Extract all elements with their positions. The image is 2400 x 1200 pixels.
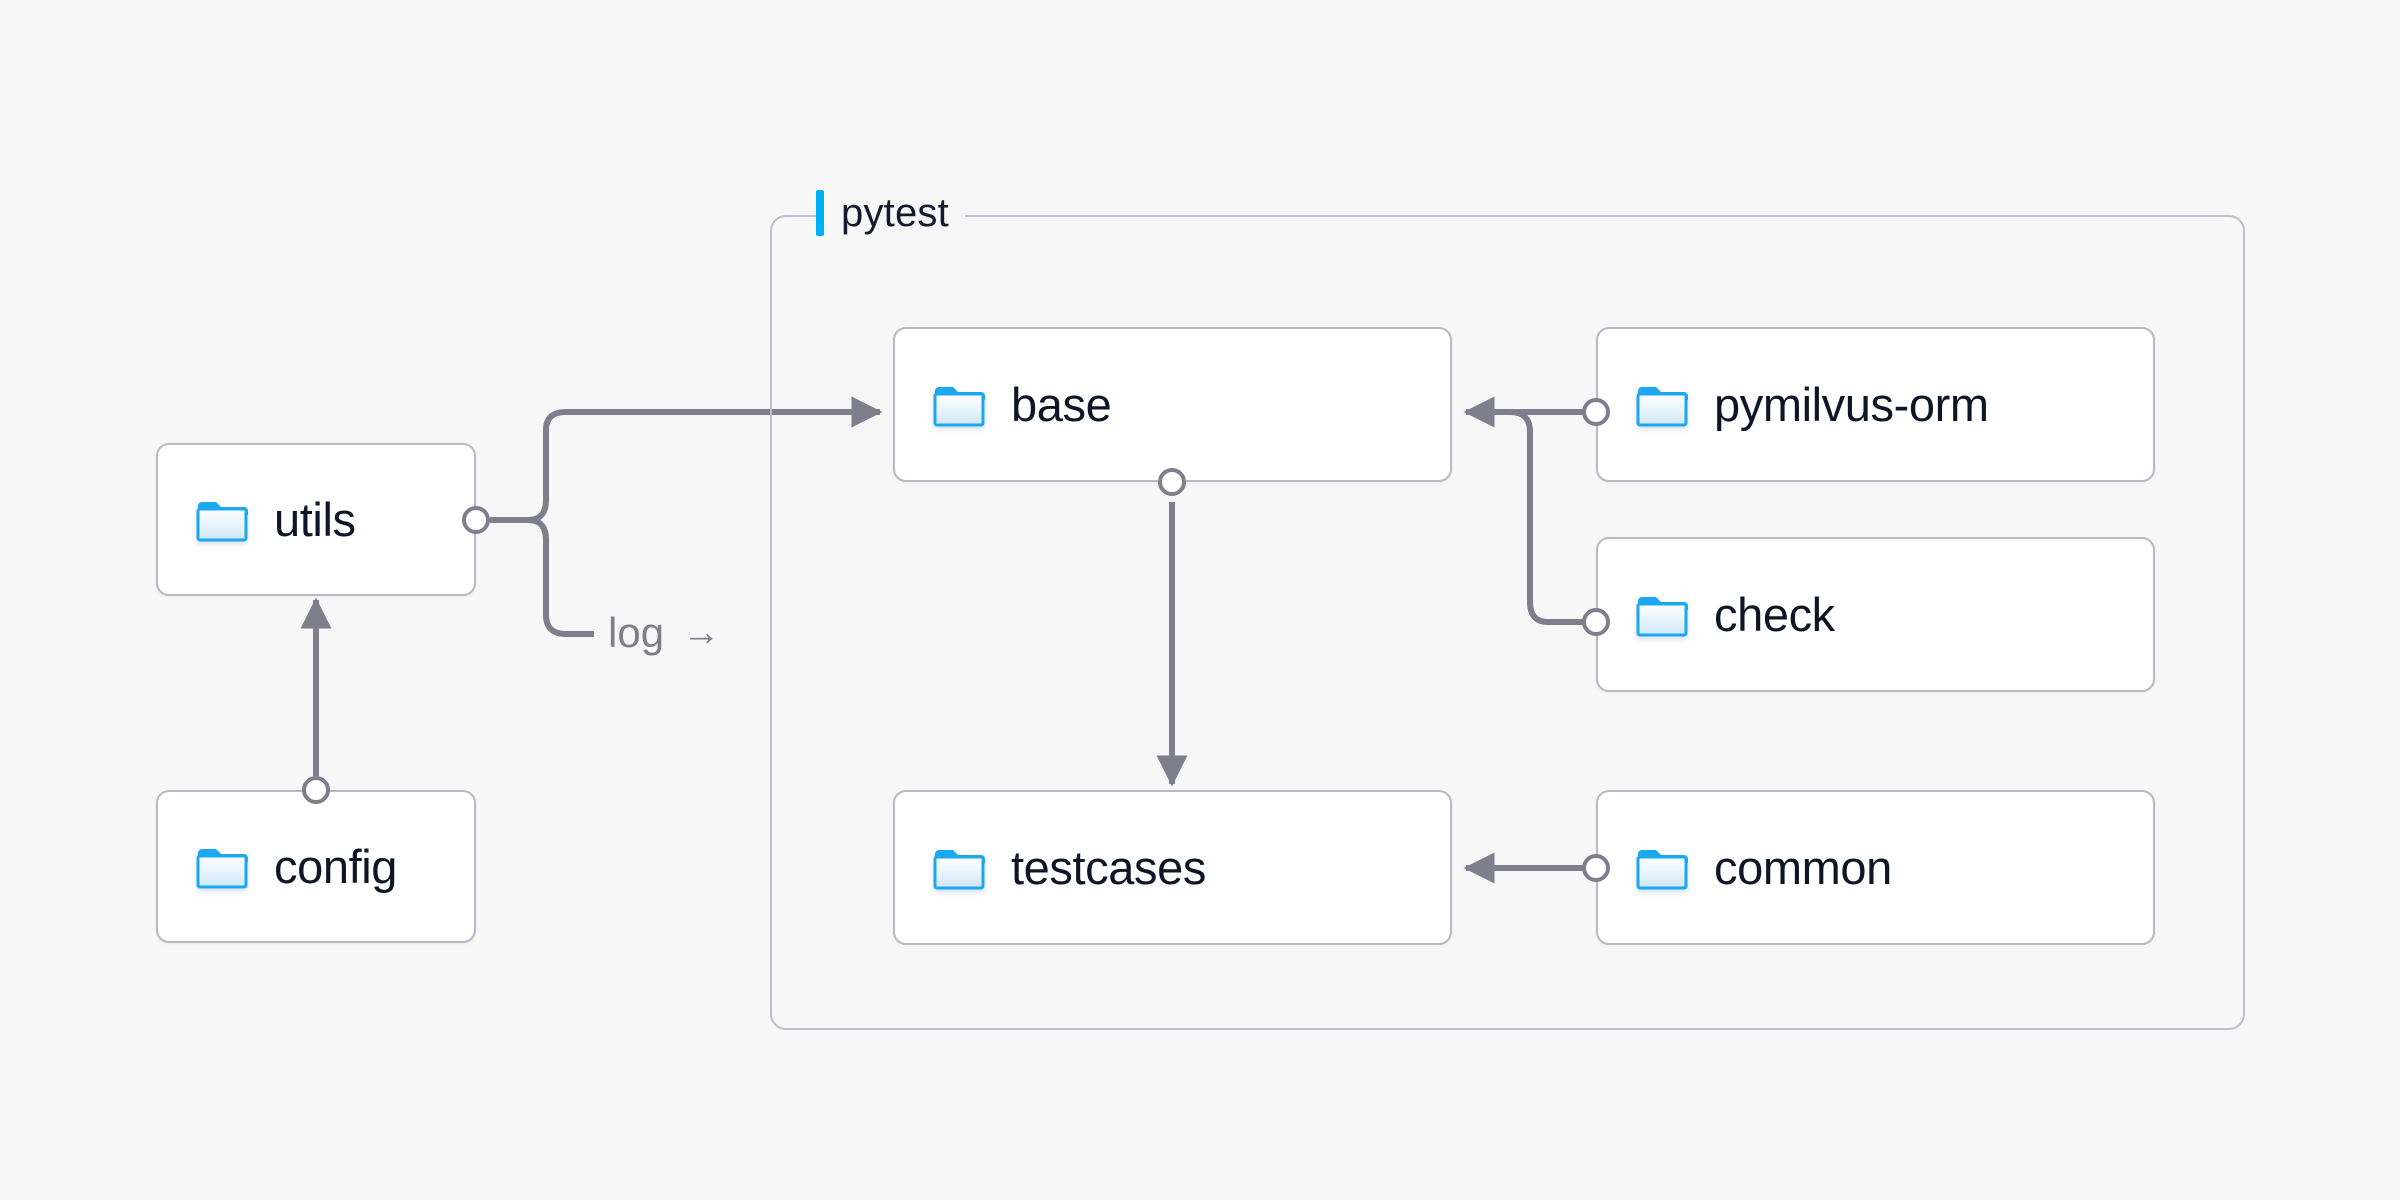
folder-icon (196, 845, 248, 889)
edge-label-log: log → (608, 612, 720, 654)
edge-check-to-base (1470, 409, 1592, 625)
folder-icon (1636, 383, 1688, 427)
port-config-top[interactable] (302, 776, 330, 804)
node-common-content: common (1598, 844, 1892, 891)
node-base-content: base (895, 378, 1112, 431)
node-check[interactable]: check (1596, 537, 2155, 692)
node-testcases[interactable]: testcases (893, 790, 1452, 945)
port-utils-right[interactable] (462, 506, 490, 534)
node-label: config (274, 840, 398, 893)
node-base[interactable]: base (893, 327, 1452, 482)
node-label: testcases (1011, 841, 1206, 894)
group-container-pytest (770, 215, 2245, 1030)
group-label-pytest: pytest (816, 190, 965, 236)
edge-label-log-text: log (608, 609, 665, 656)
folder-icon (196, 498, 248, 542)
node-utils-content: utils (158, 496, 356, 543)
port-pymilvus-orm-left[interactable] (1582, 398, 1610, 426)
port-check-left[interactable] (1582, 608, 1610, 636)
folder-icon (933, 383, 985, 427)
node-testcases-content: testcases (895, 844, 1206, 891)
group-title: pytest (841, 191, 949, 235)
node-label: pymilvus-orm (1714, 378, 1989, 431)
folder-icon (1636, 846, 1688, 890)
edge-utils-to-log (527, 517, 594, 637)
node-utils[interactable]: utils (156, 443, 476, 596)
node-label: base (1011, 378, 1112, 431)
node-label: utils (274, 493, 356, 546)
node-pymilvus-orm[interactable]: pymilvus-orm (1596, 327, 2155, 482)
node-config[interactable]: config (156, 790, 476, 943)
folder-icon (1636, 593, 1688, 637)
port-base-bottom[interactable] (1158, 468, 1186, 496)
edge-utils-to-base (527, 396, 883, 523)
port-common-left[interactable] (1582, 854, 1610, 882)
folder-icon (933, 846, 985, 890)
node-config-content: config (158, 843, 397, 890)
arrow-right-icon: → (682, 612, 721, 654)
node-check-content: check (1598, 591, 1835, 638)
node-label: common (1714, 841, 1892, 894)
accent-bar-icon (816, 190, 824, 236)
node-pymilvus-orm-content: pymilvus-orm (1598, 381, 1989, 428)
node-label: check (1714, 588, 1835, 641)
node-common[interactable]: common (1596, 790, 2155, 945)
